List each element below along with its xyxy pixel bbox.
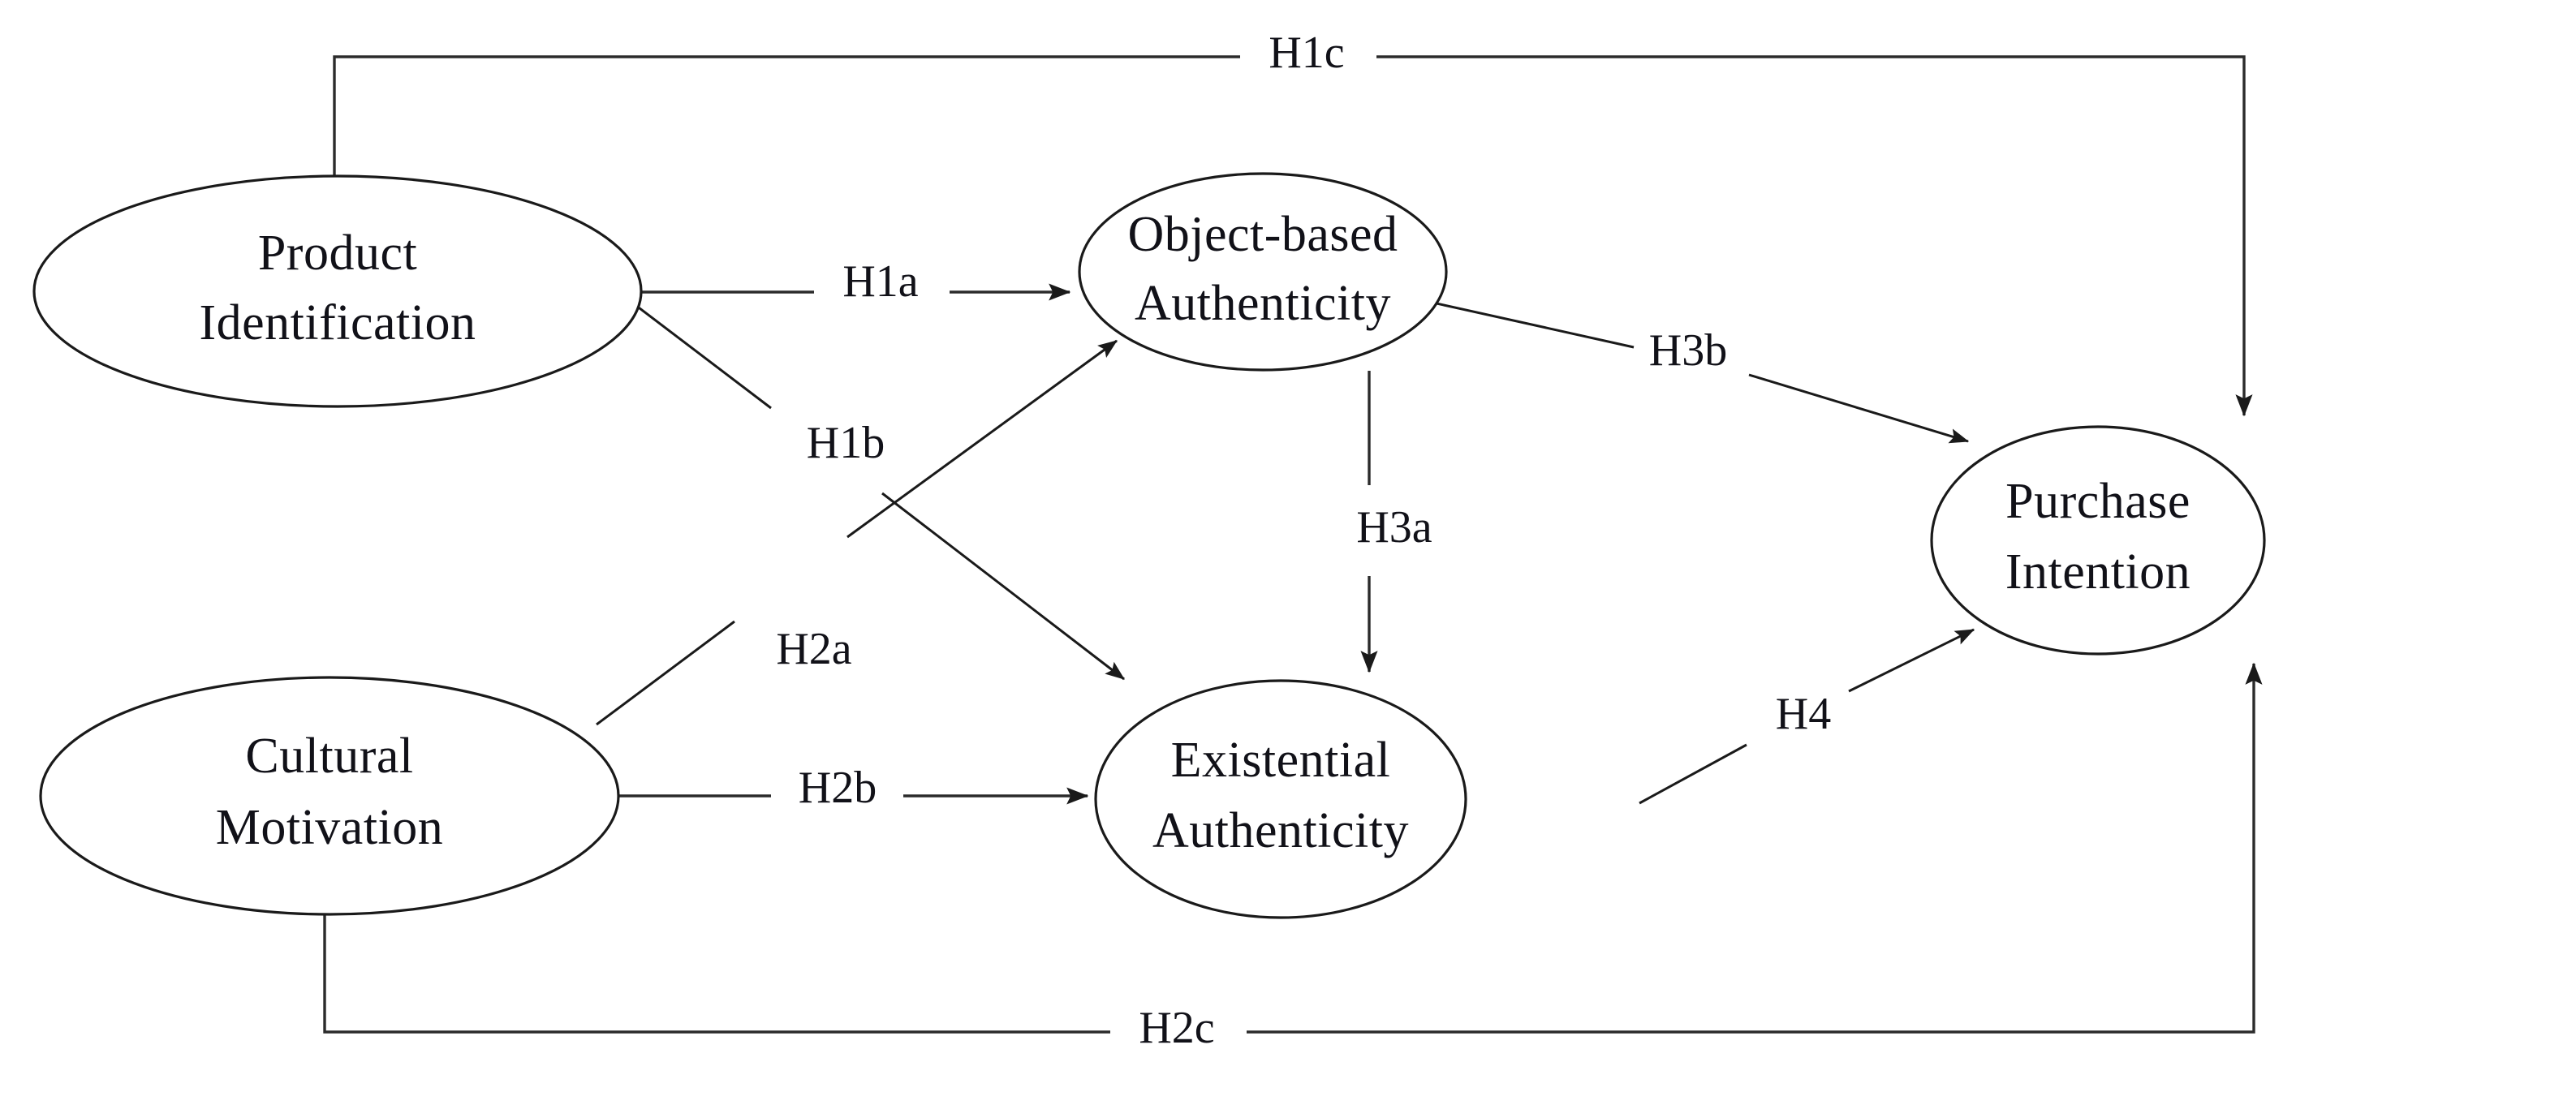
- node-label-object-based-authenticity-line2: Authenticity: [1135, 276, 1391, 331]
- node-label-existential-authenticity-line2: Authenticity: [1152, 803, 1409, 858]
- path-h1b-seg-b: [881, 492, 1125, 681]
- path-h2c-seg-right: [1247, 662, 2263, 1034]
- hypothesis-label-h2c: H2c: [1139, 1003, 1214, 1053]
- hypothesis-label-h2a: H2a: [776, 624, 851, 674]
- hypothesis-label-h1a: H1a: [842, 256, 918, 307]
- node-ellipse-existential-authenticity: [1094, 679, 1467, 919]
- path-h1b: [628, 299, 1125, 681]
- hypothesis-label-h3b: H3b: [1649, 325, 1727, 376]
- path-h4-seg-a: [1639, 743, 1747, 805]
- path-h3b: [1421, 299, 1970, 444]
- node-ellipse-cultural-motivation: [39, 676, 620, 916]
- node-cultural-motivation[interactable]: Cultural Motivation: [39, 676, 620, 916]
- path-h2c: [323, 662, 2263, 1034]
- hypothesis-label-h4: H4: [1776, 689, 1831, 739]
- path-h4-seg-b: [1848, 628, 1975, 693]
- path-h1c: [333, 55, 2253, 417]
- node-label-product-identification-line1: Product: [258, 226, 417, 281]
- path-h2c-seg-left: [323, 914, 1110, 1034]
- path-h2a-seg-a: [596, 620, 735, 726]
- path-h4: [1639, 628, 1975, 805]
- path-h1c-seg-right: [1376, 55, 2253, 417]
- node-ellipse-object-based-authenticity: [1078, 172, 1448, 372]
- node-existential-authenticity[interactable]: Existential Authenticity: [1094, 679, 1467, 919]
- node-label-purchase-intention-line1: Purchase: [2005, 474, 2190, 529]
- hypothesis-label-h1c: H1c: [1269, 28, 1344, 78]
- path-h2a-seg-b: [846, 339, 1118, 539]
- node-label-object-based-authenticity-line1: Object-based: [1127, 207, 1398, 262]
- node-ellipse-purchase-intention: [1930, 425, 2266, 656]
- node-ellipse-product-identification: [32, 174, 643, 408]
- node-label-existential-authenticity-line1: Existential: [1171, 733, 1391, 788]
- path-h1b-seg-a: [628, 299, 772, 410]
- node-label-cultural-motivation-line1: Cultural: [245, 729, 413, 784]
- node-label-purchase-intention-line2: Intention: [2005, 544, 2190, 600]
- path-h2a: [596, 339, 1118, 726]
- node-purchase-intention[interactable]: Purchase Intention: [1930, 425, 2266, 656]
- hypothesis-label-h3a: H3a: [1356, 502, 1432, 552]
- node-label-cultural-motivation-line2: Motivation: [216, 800, 444, 855]
- node-object-based-authenticity[interactable]: Object-based Authenticity: [1078, 172, 1448, 372]
- hypothesis-label-h2b: H2b: [799, 763, 877, 813]
- node-label-product-identification-line2: Identification: [200, 295, 476, 350]
- node-product-identification[interactable]: Product Identification: [32, 174, 643, 408]
- path-h3b-seg-a: [1421, 299, 1635, 349]
- hypothesis-label-h1b: H1b: [807, 418, 885, 468]
- path-h1c-seg-left: [333, 55, 1240, 177]
- path-h3b-seg-b: [1748, 373, 1970, 444]
